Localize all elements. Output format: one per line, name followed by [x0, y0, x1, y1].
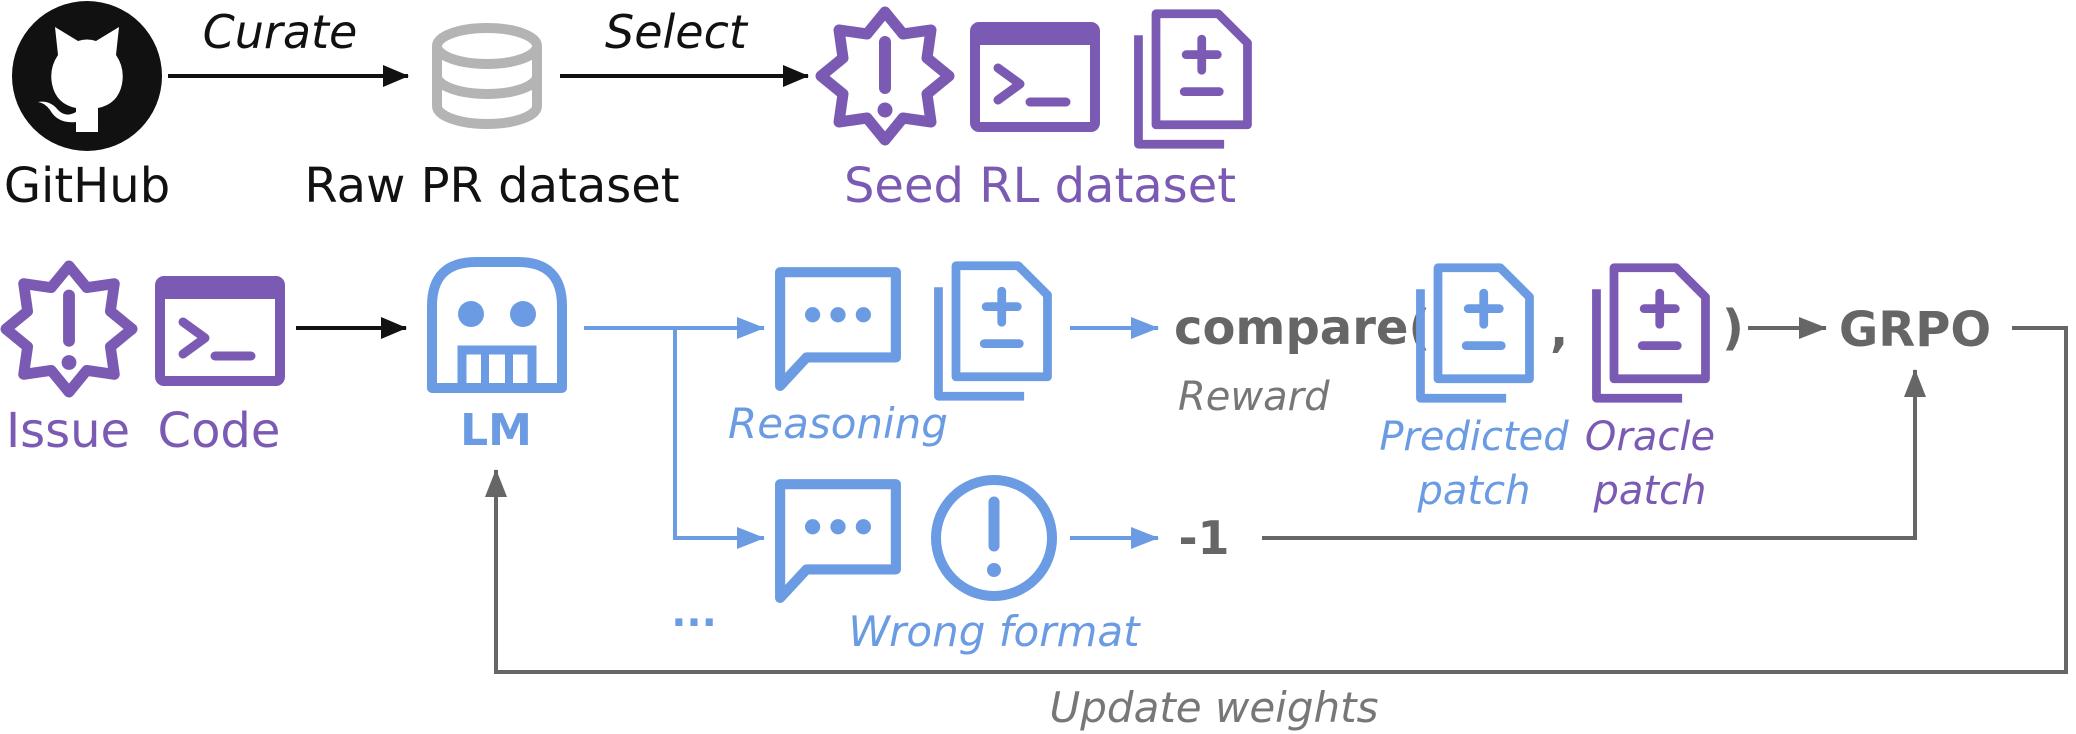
issue-label: Issue: [6, 403, 130, 459]
reward-label: Reward: [1178, 374, 1330, 420]
database-icon: [432, 23, 542, 129]
predicted-patch-icon: [1420, 268, 1529, 398]
robot-icon: [427, 257, 567, 393]
compare-open-text: compare(: [1174, 300, 1430, 356]
patch-file-icon: [1138, 14, 1247, 144]
predicted-patch-label: patch: [1417, 468, 1531, 514]
grpo-label: GRPO: [1839, 302, 1991, 358]
issue-badge-icon: [821, 12, 949, 140]
github-label: GitHub: [4, 158, 170, 214]
oracle-patch-icon: [1596, 268, 1705, 398]
penalty-to-grpo-arrow: [1262, 369, 1926, 540]
curate-label: Curate: [203, 5, 358, 59]
more-branches-ellipsis: ...: [671, 590, 717, 636]
issue-badge-icon: [6, 266, 132, 392]
github-icon: [12, 1, 162, 151]
oracle-label: Oracle: [1585, 414, 1715, 460]
raw-pr-dataset-label: Raw PR dataset: [304, 158, 679, 214]
predicted-label: Predicted: [1379, 414, 1569, 460]
chat-bubble-icon: [780, 484, 896, 598]
wrong-format-label: Wrong format: [848, 607, 1141, 656]
terminal-icon: [975, 27, 1095, 127]
oracle-patch-label: patch: [1593, 468, 1707, 514]
lm-to-wrong-format-arrow: [673, 328, 765, 549]
lm-label: LM: [460, 405, 532, 456]
comma-text: ,: [1550, 302, 1568, 358]
penalty-value: -1: [1178, 511, 1229, 565]
update-weights-label: Update weights: [1050, 683, 1379, 732]
compare-close-text: ): [1722, 300, 1744, 356]
exclamation-circle-icon: [931, 475, 1057, 601]
patch-file-icon: [938, 266, 1047, 396]
reasoning-label: Reasoning: [728, 399, 948, 448]
select-label: Select: [605, 5, 749, 59]
code-label: Code: [158, 403, 281, 459]
terminal-icon: [160, 281, 280, 381]
seed-rl-dataset-label: Seed RL dataset: [844, 158, 1236, 214]
chat-bubble-icon: [780, 272, 896, 386]
update-weights-arrow: [485, 326, 2068, 674]
